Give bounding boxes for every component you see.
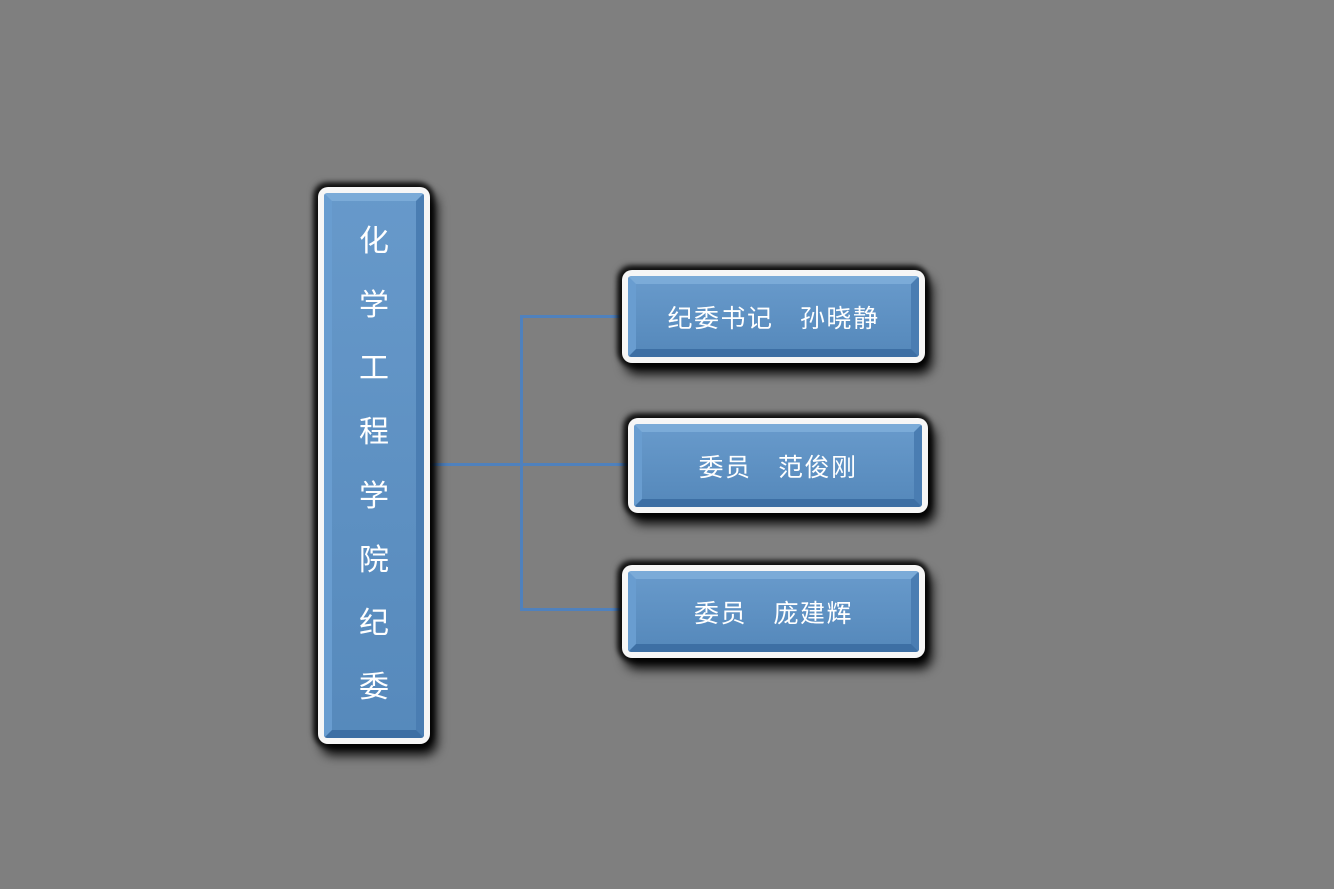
node-label-member-2: 委员 庞建辉	[693, 599, 853, 628]
node-face: 委员 范俊刚	[634, 424, 922, 507]
connector-branch-top	[520, 315, 632, 318]
org-node-secretary[interactable]: 纪委书记 孙晓静	[622, 270, 925, 363]
connector-root-to-trunk	[426, 463, 632, 466]
connector-trunk-vertical	[520, 315, 523, 611]
node-face: 纪委书记 孙晓静	[628, 276, 919, 357]
org-node-root[interactable]: 化学工程学院纪委	[318, 187, 430, 744]
node-label-member-1: 委员 范俊刚	[698, 453, 858, 482]
org-node-member-1[interactable]: 委员 范俊刚	[628, 418, 928, 513]
node-face: 委员 庞建辉	[628, 571, 919, 652]
connector-branch-bottom	[520, 608, 632, 611]
root-node-face: 化学工程学院纪委	[324, 193, 424, 738]
root-node-label: 化学工程学院纪委	[359, 225, 389, 704]
node-label-secretary: 纪委书记 孙晓静	[667, 304, 880, 333]
org-node-member-2[interactable]: 委员 庞建辉	[622, 565, 925, 658]
